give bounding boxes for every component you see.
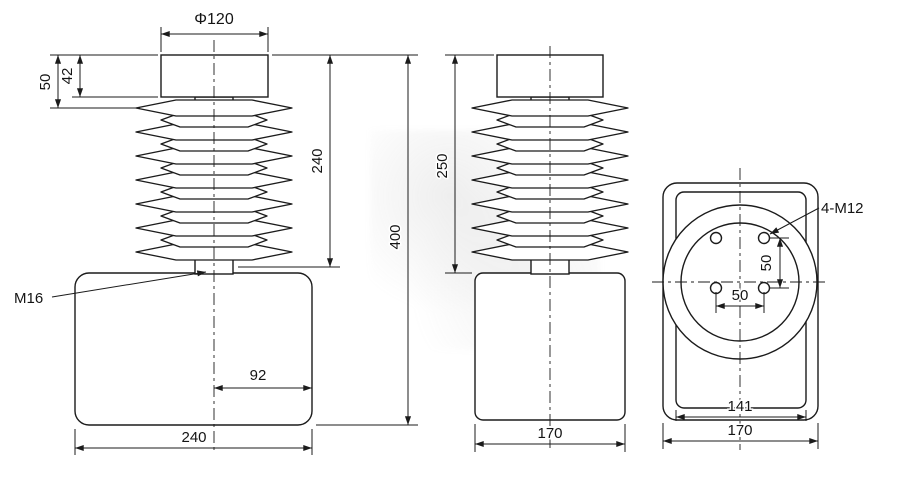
dim-total-height: 400 <box>316 55 418 426</box>
leader-line <box>769 207 820 235</box>
dim-label-terminal-offset: 92 <box>250 367 267 384</box>
dim-terminal-offset: 92 <box>214 366 312 392</box>
dim-base-width-front: 240 <box>74 428 313 455</box>
dim-outer-width: 170 <box>662 421 819 449</box>
insulator-shed <box>135 99 293 117</box>
dim-top-diameter: Φ120 <box>160 10 269 52</box>
dim-label-top-diameter: Φ120 <box>194 11 234 28</box>
dim-label-total-height: 400 <box>387 224 404 249</box>
front-top-cap <box>160 54 269 98</box>
back-view: 4-M12 50 50 141 <box>652 168 865 450</box>
dim-label-cap-total-height: 50 <box>37 74 54 91</box>
dim-bolt-spacing-vertical: 50 <box>757 237 789 289</box>
dim-cap-heights: 50 42 <box>36 54 158 109</box>
dim-label-base-width-side: 170 <box>537 425 562 442</box>
bolt-callout: 4-M12 <box>769 199 865 235</box>
dim-label-bolt-spacing-vertical: 50 <box>758 255 775 272</box>
dim-inner-width: 141 <box>675 397 807 421</box>
dim-label-bolt-spacing-horizontal: 50 <box>732 287 749 304</box>
bolt-hole <box>709 231 723 245</box>
dim-label-inner-width: 141 <box>727 398 752 415</box>
front-view: Φ120 50 42 240 400 <box>13 10 418 455</box>
dim-bellows-height-side: 250 <box>433 54 494 274</box>
dim-base-width-side: 170 <box>474 424 626 452</box>
dim-label-cap-height: 42 <box>59 68 76 85</box>
dim-label-base-width-front: 240 <box>181 429 206 446</box>
dim-bellows-height: 240 <box>238 54 418 268</box>
bolt-spec-label: 4-M12 <box>821 200 864 217</box>
dim-bolt-spacing-horizontal: 50 <box>715 286 765 313</box>
bolt-hole <box>709 281 723 295</box>
thread-callout: M16 <box>13 270 207 309</box>
thread-label: M16 <box>14 290 43 307</box>
dim-label-bellows-height-side: 250 <box>434 153 451 178</box>
leader-line <box>51 270 207 298</box>
side-view: 250 170 <box>433 46 629 452</box>
dim-label-bellows-height: 240 <box>309 148 326 173</box>
bolt-hole <box>757 281 771 295</box>
front-base-box <box>74 272 313 426</box>
bolt-hole <box>757 231 771 245</box>
dim-label-outer-width: 170 <box>727 422 752 439</box>
